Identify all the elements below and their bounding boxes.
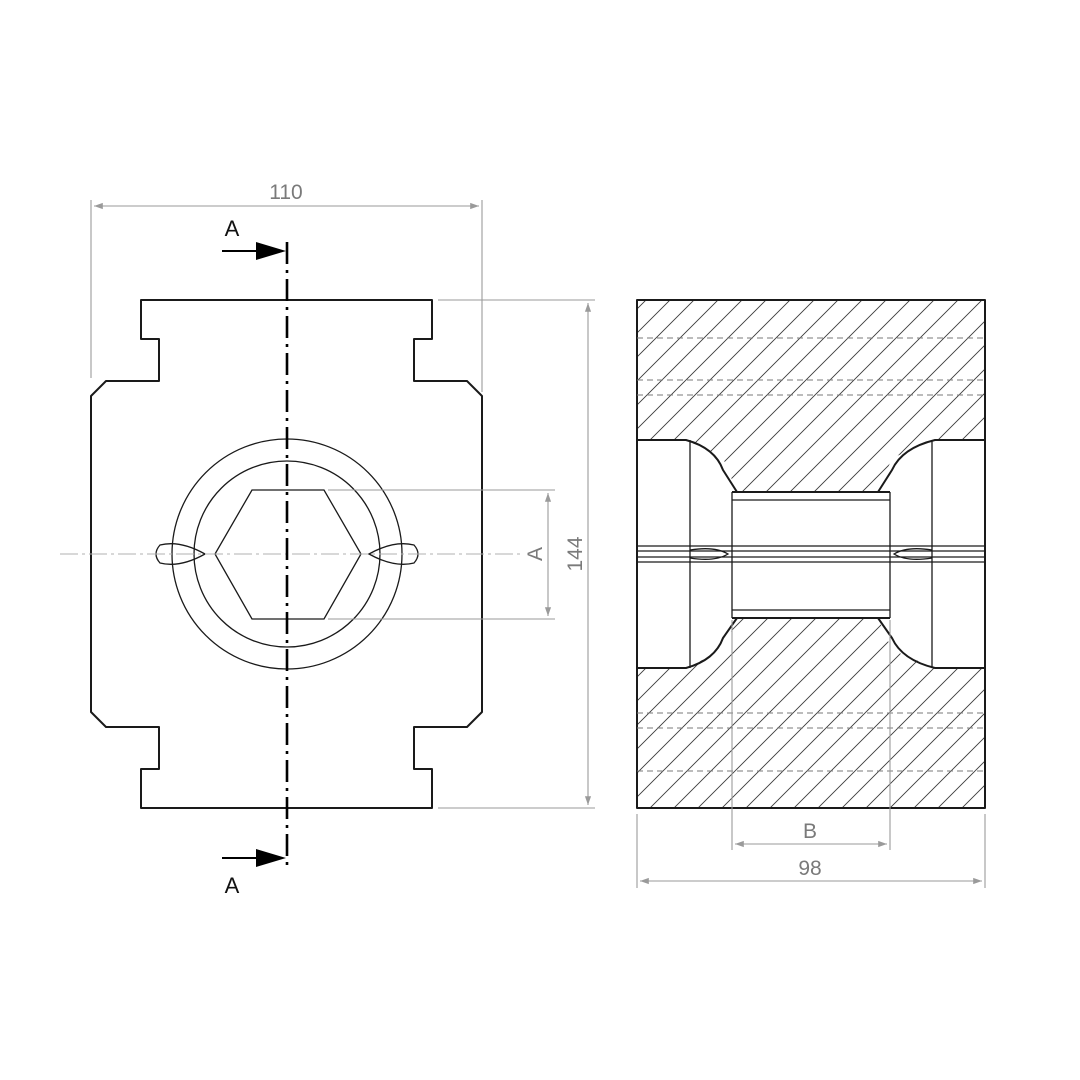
hatch-line bbox=[1046, 610, 1080, 820]
left-slit-tip bbox=[689, 548, 730, 560]
hatch-line bbox=[637, 300, 801, 492]
hatch-line bbox=[637, 618, 729, 808]
front-dimensions: 110 144 A bbox=[90, 181, 595, 809]
hatch-line bbox=[422, 290, 632, 500]
hatch-line bbox=[422, 610, 632, 820]
section-label-top: A bbox=[225, 216, 240, 241]
hatch-line bbox=[637, 618, 801, 808]
left-counterbore-bottom bbox=[637, 617, 738, 669]
hatch-line bbox=[637, 300, 729, 492]
front-view-outline bbox=[90, 299, 483, 809]
hatch-line bbox=[709, 618, 921, 808]
section-arrow-top-icon bbox=[256, 242, 286, 260]
hatch-line bbox=[998, 610, 1080, 820]
dim-98-text: 98 bbox=[798, 857, 821, 880]
hatch-line bbox=[973, 618, 985, 808]
hatch-line bbox=[757, 618, 969, 808]
hatch-line bbox=[901, 618, 985, 808]
hatch-line bbox=[661, 618, 873, 808]
hatch-line bbox=[925, 618, 985, 808]
front-view: A A bbox=[60, 216, 520, 898]
right-counterbore-bottom bbox=[877, 617, 985, 669]
hatch-line bbox=[637, 300, 705, 492]
hatch-line bbox=[637, 618, 849, 808]
hatch-line bbox=[637, 618, 705, 808]
hatch-line bbox=[853, 618, 985, 808]
hatch-line bbox=[637, 618, 681, 808]
hatch-line bbox=[781, 618, 985, 808]
hatch-line bbox=[374, 290, 584, 500]
hatch-line bbox=[637, 300, 681, 492]
section-dimensions: B 98 bbox=[636, 620, 986, 888]
hatch-line bbox=[877, 618, 985, 808]
hatch-line bbox=[637, 618, 777, 808]
hatch-line bbox=[1022, 290, 1080, 500]
hatch-bottom bbox=[350, 610, 1080, 820]
section-label-bottom: A bbox=[225, 873, 240, 898]
hatch-line bbox=[829, 300, 985, 492]
hatch-line bbox=[685, 618, 897, 808]
hatch-line bbox=[637, 300, 657, 492]
hatch-line bbox=[350, 610, 560, 820]
dim-110-text: 110 bbox=[269, 181, 302, 204]
hatch-line bbox=[1046, 290, 1080, 500]
hatch-line bbox=[350, 290, 560, 500]
hatch-line bbox=[637, 618, 825, 808]
section-outline bbox=[636, 299, 986, 809]
hatch-line bbox=[973, 300, 985, 492]
left-counterbore-top bbox=[637, 439, 738, 493]
hatch-line bbox=[398, 610, 608, 820]
hatch-line bbox=[829, 618, 985, 808]
hatch-line bbox=[733, 618, 945, 808]
dim-b-text: B bbox=[803, 820, 817, 843]
hatch-line bbox=[398, 290, 608, 500]
section-arrow-bottom-icon bbox=[256, 849, 286, 867]
hatch-line bbox=[637, 618, 657, 808]
hatch-line bbox=[709, 300, 921, 492]
hatch-line bbox=[998, 290, 1080, 500]
dim-144-text: 144 bbox=[564, 536, 587, 571]
hatch-line bbox=[1070, 290, 1080, 500]
right-counterbore-top bbox=[877, 439, 985, 493]
right-slit-tip bbox=[892, 548, 933, 560]
dim-a-text: A bbox=[524, 547, 547, 561]
hatch-line bbox=[1070, 610, 1080, 820]
hatch-line bbox=[1022, 610, 1080, 820]
section-view bbox=[350, 290, 1080, 820]
hatch-line bbox=[949, 618, 985, 808]
